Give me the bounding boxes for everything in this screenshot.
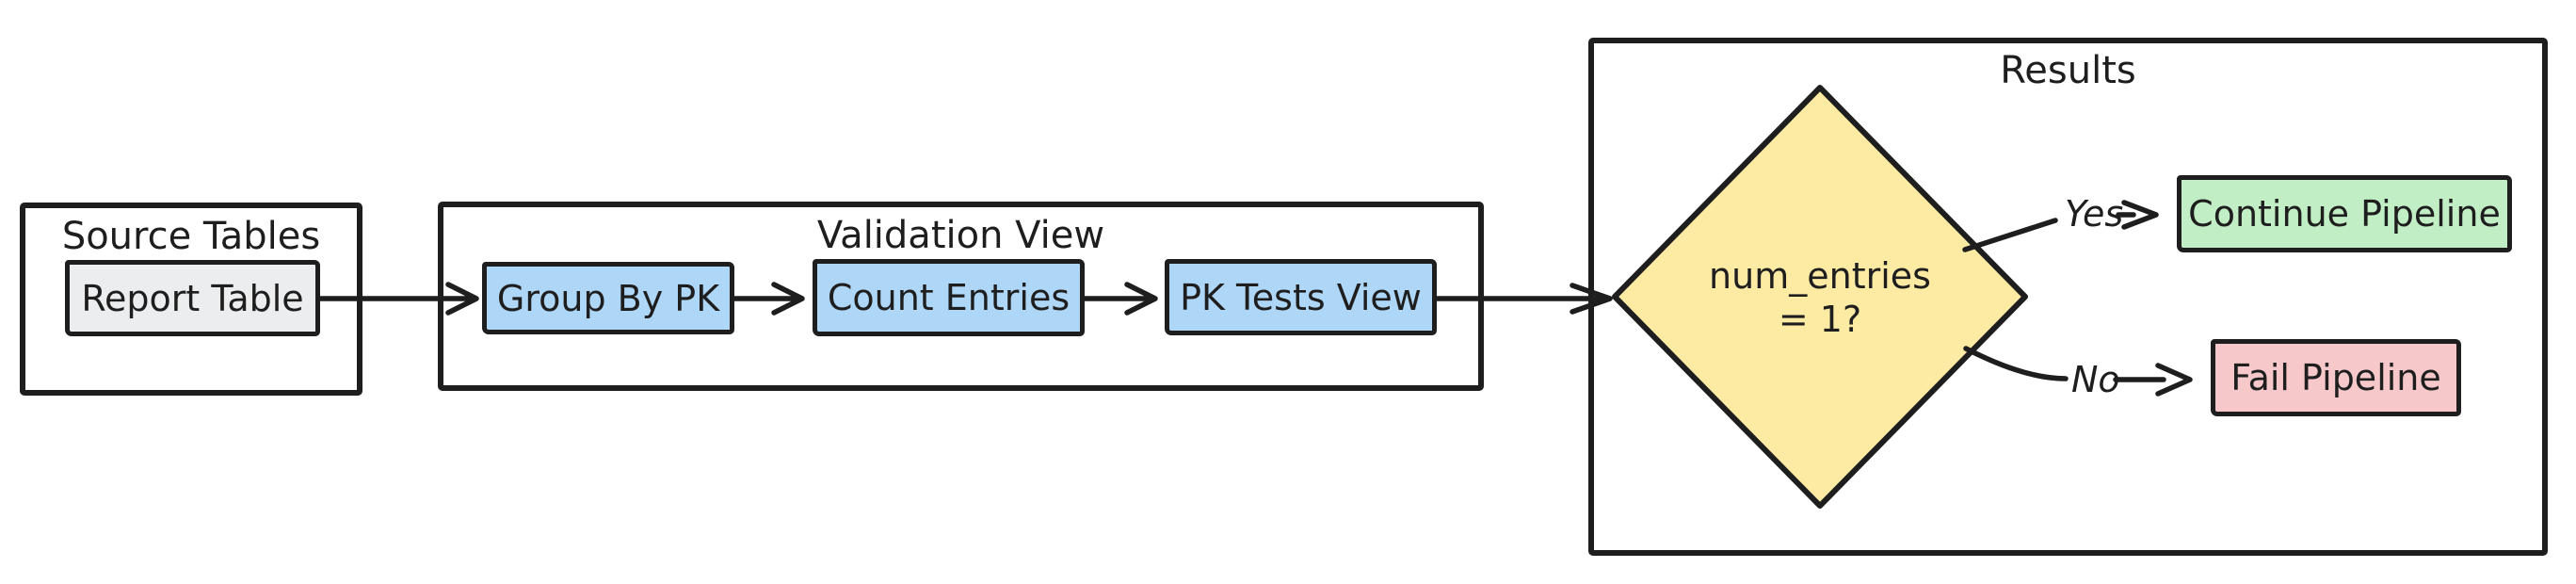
arrow-count-entries-to-pk-tests-view <box>1081 282 1158 316</box>
arrow-group-by-pk-to-count-entries <box>731 282 805 316</box>
decision-label-line2: = 1? <box>1778 299 1862 340</box>
arrow-decision-no-to-fail <box>1963 346 2193 397</box>
results-group-label: Results <box>2000 49 2136 92</box>
decision-label: num_entries = 1? <box>1632 254 2008 341</box>
group-by-pk-label: Group By PK <box>496 277 720 319</box>
continue-pipeline-node: Continue Pipeline <box>2177 175 2512 252</box>
validation-view-group-label: Validation View <box>816 214 1105 257</box>
arrow-pk-tests-view-to-decision <box>1433 283 1613 315</box>
decision-label-line1: num_entries <box>1709 255 1931 297</box>
count-entries-node: Count Entries <box>813 259 1085 336</box>
source-tables-group-label: Source Tables <box>61 215 321 258</box>
count-entries-label: Count Entries <box>827 277 1071 318</box>
fail-pipeline-label: Fail Pipeline <box>2230 357 2441 398</box>
decision-diamond <box>1612 85 2028 509</box>
yes-edge-label: Yes <box>2065 193 2124 235</box>
arrow-report-to-group-by-pk <box>317 282 479 316</box>
group-by-pk-node: Group By PK <box>482 262 734 334</box>
report-table-label: Report Table <box>81 277 304 319</box>
continue-pipeline-label: Continue Pipeline <box>2188 193 2501 235</box>
pk-tests-view-node: PK Tests View <box>1165 259 1437 335</box>
arrow-decision-yes-to-continue <box>1962 200 2159 252</box>
no-edge-label: No <box>2071 359 2120 400</box>
fail-pipeline-node: Fail Pipeline <box>2211 339 2461 416</box>
pk-tests-view-label: PK Tests View <box>1180 276 1422 318</box>
